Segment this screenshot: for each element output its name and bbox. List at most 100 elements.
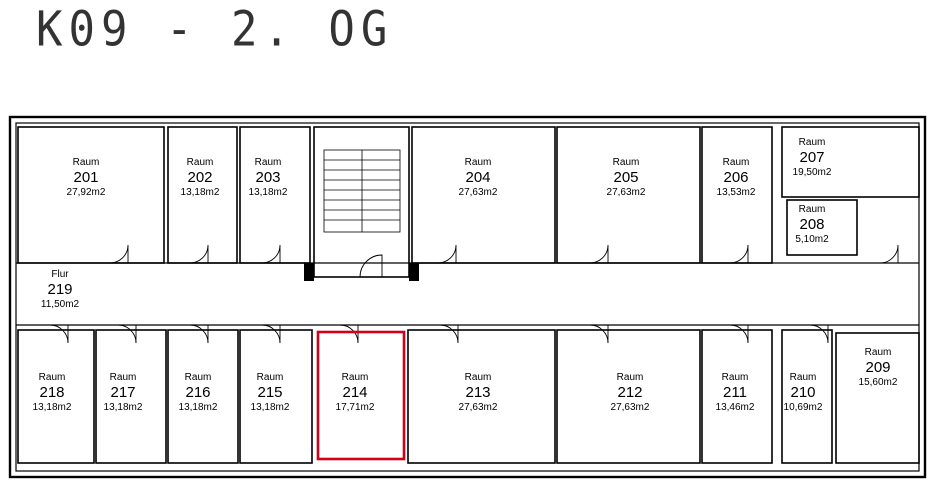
room-area: 13,18m2 bbox=[104, 402, 143, 413]
room-number: 206 bbox=[723, 169, 748, 186]
room-area: 13,53m2 bbox=[717, 187, 756, 198]
room-area: 11,50m2 bbox=[41, 299, 80, 310]
room-area: 5,10m2 bbox=[795, 234, 829, 245]
room-area: 13,18m2 bbox=[181, 187, 220, 198]
room-area: 13,18m2 bbox=[33, 402, 72, 413]
room-area: 27,63m2 bbox=[459, 187, 498, 198]
room-outline[interactable] bbox=[239, 126, 311, 264]
door-swing bbox=[49, 324, 69, 344]
room-number: 207 bbox=[799, 149, 824, 166]
room-label: Raum bbox=[799, 204, 826, 215]
room-number: 211 bbox=[723, 384, 747, 401]
room-number: 205 bbox=[613, 169, 638, 186]
door-swing bbox=[589, 244, 609, 264]
room-outline[interactable] bbox=[167, 126, 238, 264]
room-number: 202 bbox=[187, 169, 212, 186]
pillar bbox=[304, 263, 314, 281]
room-label: Raum bbox=[865, 347, 892, 358]
door-swing bbox=[261, 244, 281, 264]
room-label: Raum bbox=[255, 157, 282, 168]
room-label: Raum bbox=[465, 157, 492, 168]
door-swing bbox=[729, 324, 749, 344]
room-label: Raum bbox=[617, 372, 644, 383]
pillar bbox=[409, 263, 419, 281]
room-label: Raum bbox=[39, 372, 66, 383]
room-area: 10,69m2 bbox=[784, 402, 823, 413]
door-swing bbox=[437, 244, 457, 264]
room-area: 17,71m2 bbox=[336, 402, 375, 413]
room-label: Raum bbox=[342, 372, 369, 383]
room-area: 13,18m2 bbox=[249, 187, 288, 198]
room-outline[interactable] bbox=[239, 329, 313, 464]
door-swing bbox=[339, 324, 359, 344]
room-number: 208 bbox=[799, 216, 824, 233]
room-outline[interactable] bbox=[556, 329, 701, 464]
room-number: 204 bbox=[465, 169, 490, 186]
room-label: Raum bbox=[110, 372, 137, 383]
door-swing bbox=[729, 244, 749, 264]
room-label: Raum bbox=[185, 372, 212, 383]
room-area: 19,50m2 bbox=[793, 167, 832, 178]
room-outline[interactable] bbox=[407, 329, 556, 464]
room-label: Raum bbox=[613, 157, 640, 168]
door-swing bbox=[117, 324, 137, 344]
room-area: 27,63m2 bbox=[607, 187, 646, 198]
room-outline[interactable] bbox=[835, 332, 920, 464]
room-label: Raum bbox=[790, 372, 817, 383]
room-number: 203 bbox=[255, 169, 280, 186]
door-swing bbox=[109, 244, 129, 264]
room-label: Flur bbox=[51, 269, 69, 280]
room-number: 218 bbox=[39, 384, 64, 401]
room-label: Raum bbox=[257, 372, 284, 383]
room-outline[interactable] bbox=[17, 329, 95, 464]
room-outline[interactable] bbox=[411, 126, 556, 264]
room-number: 216 bbox=[185, 384, 210, 401]
room-outline[interactable] bbox=[781, 126, 920, 198]
room-number: 213 bbox=[465, 384, 490, 401]
room-outline[interactable] bbox=[701, 126, 773, 264]
room-label: Raum bbox=[465, 372, 492, 383]
room-label: Raum bbox=[799, 137, 826, 148]
room-label: Raum bbox=[73, 157, 100, 168]
room-number: 214 bbox=[342, 384, 367, 401]
room-area: 15,60m2 bbox=[859, 377, 898, 388]
room-outline[interactable] bbox=[18, 263, 143, 325]
room-area: 13,18m2 bbox=[251, 402, 290, 413]
room-number: 210 bbox=[790, 384, 815, 401]
staircase bbox=[313, 126, 410, 278]
door-swing bbox=[261, 324, 281, 344]
room-area: 27,63m2 bbox=[611, 402, 650, 413]
room-outline[interactable] bbox=[786, 199, 858, 256]
room-outline[interactable] bbox=[17, 126, 165, 264]
room-outline[interactable] bbox=[781, 329, 833, 464]
room-outline[interactable] bbox=[701, 329, 773, 464]
door-swing bbox=[589, 324, 609, 344]
room-label: Raum bbox=[722, 372, 749, 383]
room-outline[interactable] bbox=[556, 126, 701, 264]
door-swing bbox=[879, 244, 899, 264]
room-number: 219 bbox=[47, 281, 72, 298]
outer-wall bbox=[8, 115, 927, 479]
inner-wall bbox=[15, 122, 920, 472]
selected-room-highlight bbox=[316, 330, 406, 461]
